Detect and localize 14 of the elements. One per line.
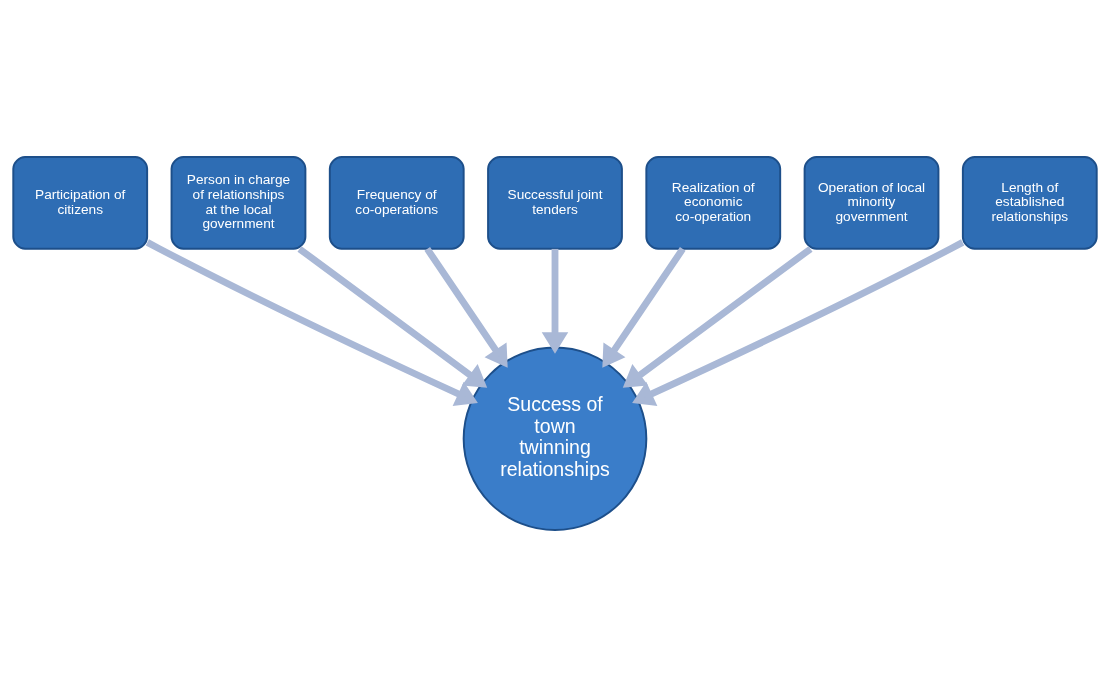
node-box: Frequency of co-operations [328, 155, 465, 250]
node-box: Person in charge of relationships at the local government [170, 155, 307, 250]
arrow [632, 238, 965, 406]
node-box: Participation of citizens [12, 155, 149, 250]
arrow [602, 246, 686, 368]
arrow [297, 245, 488, 388]
arrow [145, 238, 478, 406]
arrow [424, 246, 508, 368]
node-box: Realization of economic co-operation [645, 155, 782, 250]
node-box: Operation of local minority government [803, 155, 940, 250]
node-box: Successful joint tenders [487, 155, 623, 250]
node-box: Length of established relationships [961, 155, 1098, 250]
arrow [541, 248, 569, 354]
arrow [622, 245, 813, 388]
